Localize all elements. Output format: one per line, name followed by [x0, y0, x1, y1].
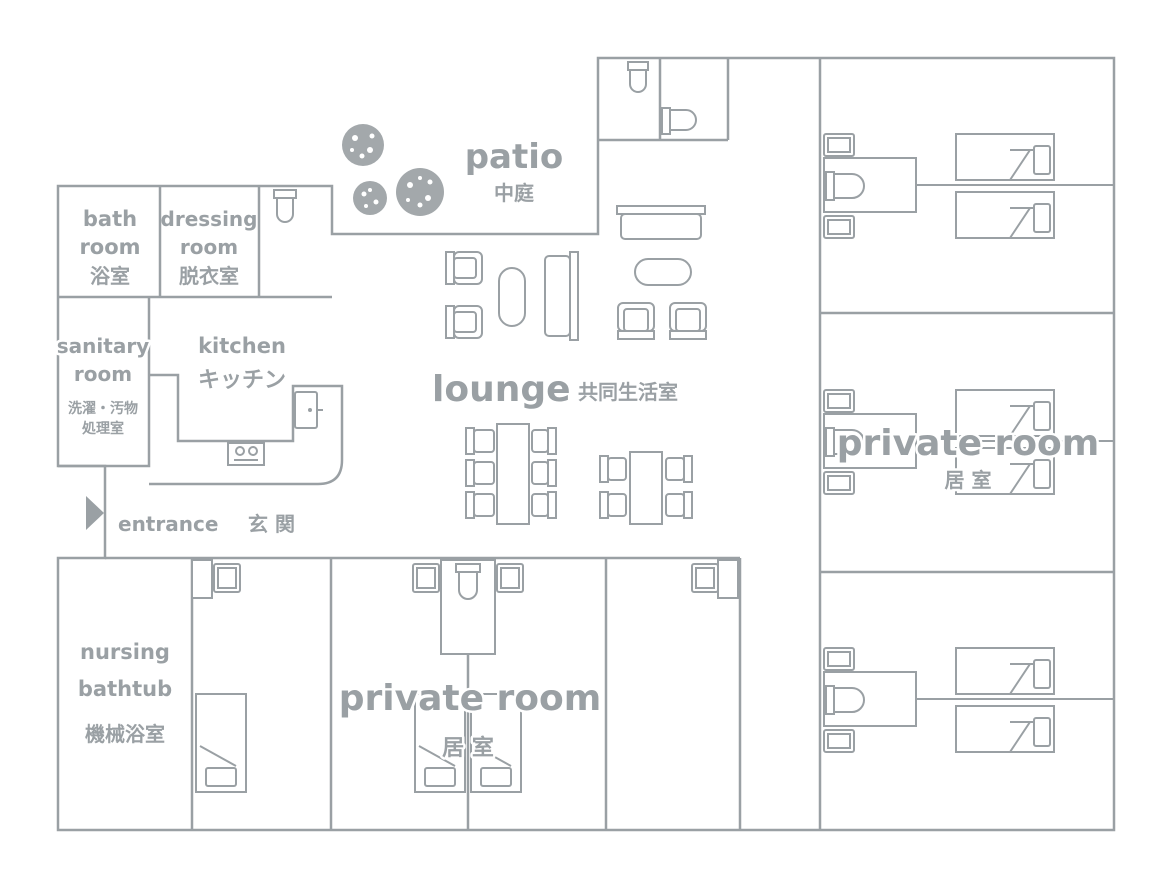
sink-icon — [294, 391, 323, 429]
sink-icon — [823, 133, 855, 157]
bathroom-label-jp: 浴室 — [90, 264, 130, 288]
coffee-table — [634, 258, 692, 286]
private-room-unit — [823, 133, 1114, 239]
armchair-icon — [669, 302, 707, 340]
lounge-furniture — [445, 205, 707, 525]
nursing-label: nursing — [80, 640, 170, 664]
sink-icon — [496, 563, 524, 593]
patio-label: patio — [465, 137, 564, 177]
kitchen-label-jp: キッチン — [198, 368, 286, 393]
toilet-icon — [273, 189, 297, 223]
private-room-label-jp: 居 室 — [442, 735, 494, 761]
tree-icon — [353, 181, 387, 215]
sofa-icon — [544, 251, 579, 341]
kitchen-label: kitchen — [198, 334, 286, 358]
coffee-table — [498, 267, 526, 327]
bed-icon — [414, 693, 466, 793]
bathroom-label: room — [79, 235, 140, 259]
private-room-label: private room — [339, 678, 602, 719]
nursing-label-jp: 機械浴室 — [85, 722, 165, 746]
dressing-label: room — [180, 235, 238, 259]
right-private-rooms — [823, 133, 1115, 753]
private-room-label: private room — [837, 423, 1100, 464]
armchair-icon — [445, 305, 483, 339]
tree-icon — [396, 168, 444, 216]
sanitary-label-jp: 洗濯・汚物 — [68, 400, 138, 417]
sanitary-label-jp: 処理室 — [81, 420, 124, 437]
top-toilets — [627, 61, 697, 135]
stove-icon — [227, 442, 265, 466]
walls — [56, 56, 1116, 832]
lounge-label: lounge — [432, 369, 571, 410]
bottom-fixtures — [191, 559, 739, 793]
dressing-label: dressing — [161, 207, 258, 231]
sink-icon — [823, 215, 855, 239]
sofa-icon — [616, 205, 706, 240]
room-labels: patio 中庭 bath room 浴室 dressing room 脱衣室 … — [54, 135, 1101, 764]
sink-icon — [412, 563, 440, 593]
toilet-icon — [661, 107, 697, 135]
kitchen-counter — [149, 373, 344, 486]
sink-icon — [213, 563, 241, 593]
entrance-label: entrance — [118, 512, 218, 536]
dressing-label-jp: 脱衣室 — [179, 264, 239, 288]
lounge-label-jp: 共同生活室 — [578, 380, 678, 404]
dining-table — [465, 423, 557, 525]
armchair-icon — [617, 302, 655, 340]
bed-icon — [955, 133, 1055, 181]
bed-icon — [195, 693, 247, 793]
entrance-arrow-icon — [86, 496, 104, 530]
patio-trees — [342, 124, 444, 216]
sanitary-label: room — [74, 362, 132, 386]
bed-icon — [955, 191, 1055, 239]
sink-icon — [691, 563, 719, 593]
bathroom-label: bath — [83, 207, 137, 231]
armchair-icon — [445, 251, 483, 285]
sanitary-label: sanitary — [57, 334, 149, 358]
nursing-label: bathtub — [78, 677, 172, 701]
entrance-label-jp: 玄 関 — [248, 512, 295, 536]
dining-table — [599, 451, 693, 525]
patio-label-jp: 中庭 — [494, 181, 534, 205]
private-room-label-jp: 居 室 — [945, 468, 992, 492]
tree-icon — [342, 124, 384, 166]
toilet-icon — [627, 61, 649, 93]
toilet-icon — [455, 563, 481, 600]
bed-icon — [470, 693, 522, 793]
toilet-icon — [825, 171, 865, 201]
